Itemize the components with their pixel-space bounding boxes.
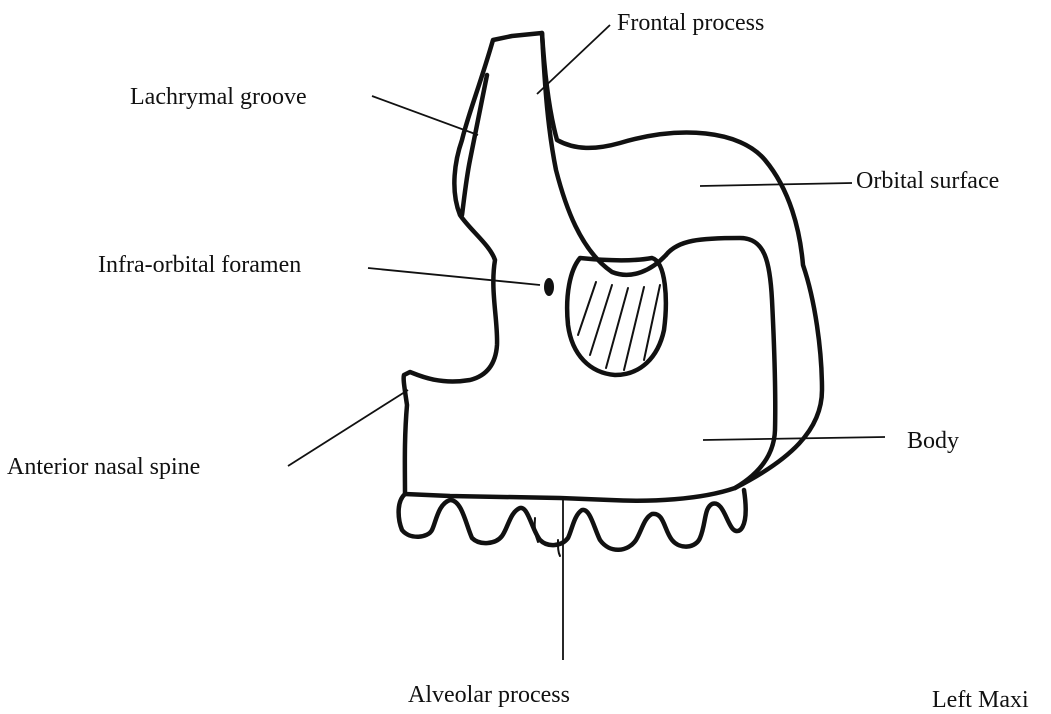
- fossa-hatch: [578, 282, 596, 335]
- label-alveolar-process: Alveolar process: [408, 683, 570, 707]
- maxilla-outline: [404, 33, 822, 501]
- fossa-hatch: [590, 285, 612, 355]
- fossa-hatch: [606, 288, 628, 368]
- label-frontal-process: Frontal process: [617, 11, 764, 35]
- fossa-hatch: [624, 287, 644, 370]
- figure-caption: Left Maxi: [932, 688, 1029, 712]
- label-body: Body: [907, 429, 959, 453]
- frontal-process-edge: [542, 33, 666, 275]
- label-anterior-nasal-spine: Anterior nasal spine: [7, 455, 200, 479]
- leader-body: [703, 437, 885, 440]
- leader-anterior-nasal-spine: [288, 390, 408, 466]
- label-lachrymal-groove: Lachrymal groove: [130, 85, 307, 109]
- label-infra-orbital-foramen: Infra-orbital foramen: [98, 253, 301, 277]
- infra-orbital-foramen-dot: [544, 278, 554, 296]
- leader-infra-orbital-foramen: [368, 268, 540, 285]
- leader-orbital-surface: [700, 183, 852, 186]
- label-orbital-surface: Orbital surface: [856, 169, 999, 193]
- orbital-surface-edge: [666, 238, 775, 488]
- leader-lachrymal-groove: [372, 96, 478, 135]
- leader-frontal-process: [537, 25, 610, 94]
